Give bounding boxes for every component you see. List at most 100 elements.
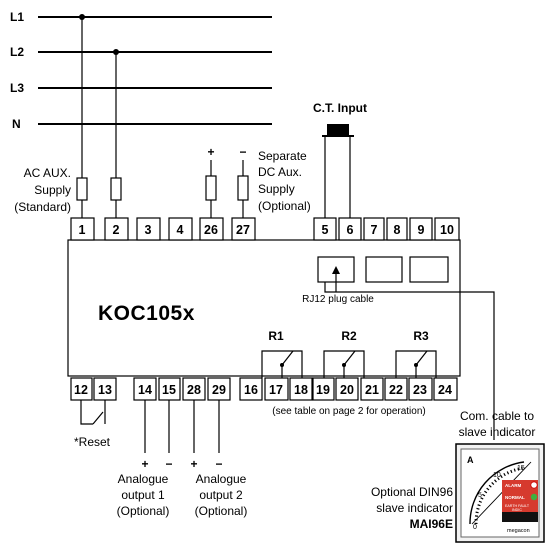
terminal-label-18: 18 (294, 383, 308, 397)
line-label-l1: L1 (10, 10, 24, 24)
line-label-n: N (12, 117, 21, 131)
slave-model: MAI96E (410, 517, 453, 531)
slave-meter: A 0 5 10 15 ALARM NORMAL EARTH FAULT IND… (455, 443, 545, 543)
meter-earth-fault-label: EARTH FAULT (505, 504, 530, 508)
analogue-2-label-3: (Optional) (195, 504, 248, 518)
ac-aux-label-3: (Standard) (14, 200, 71, 214)
terminal-3 (136, 217, 161, 241)
ac-aux-label-2: Supply (34, 183, 71, 197)
analogue-1-plus: + (141, 457, 148, 471)
terminal-4 (168, 217, 193, 241)
terminal-label-20: 20 (340, 383, 354, 397)
terminal-label-28: 28 (187, 383, 201, 397)
terminal-label-4: 4 (177, 223, 184, 237)
fuse-dc-2 (237, 175, 249, 201)
meter-brand: megacon (507, 528, 530, 534)
ct-terminal-block: 5 6 7 8 9 10 (313, 217, 460, 241)
terminal-1 (70, 217, 95, 241)
fuse-ac-2 (110, 177, 122, 201)
analogue-2-plus: + (190, 457, 197, 471)
reset-switch: *Reset (74, 400, 111, 449)
dc-aux-wiring: + − Separate DC Aux. Supply (Optional) (205, 145, 311, 218)
ac-aux-wiring: AC AUX. Supply (Standard) (14, 17, 122, 218)
analogue-1-label-3: (Optional) (117, 504, 170, 518)
com-cable (324, 282, 495, 440)
slave-indicator-label-2: slave indicator (376, 501, 453, 515)
analogue-1-label-2: output 1 (121, 488, 165, 502)
terminal-label-19: 19 (316, 383, 330, 397)
supply-lines: L1 L2 L3 N (10, 10, 272, 131)
terminal-27 (231, 217, 256, 241)
terminal-label-22: 22 (389, 383, 403, 397)
meter-scale-10: 10 (493, 472, 501, 479)
meter-scale-0: 0 (473, 524, 477, 531)
terminal-label-16: 16 (244, 383, 258, 397)
ct-input: C.T. Input (313, 101, 367, 218)
terminal-label-1: 1 (79, 223, 86, 237)
meter-alarm-label: ALARM (505, 483, 521, 488)
terminal-label-10: 10 (440, 223, 454, 237)
line-label-l2: L2 (10, 45, 24, 59)
relay-label-r2: R2 (341, 329, 357, 343)
terminal-label-27: 27 (236, 223, 250, 237)
terminal-label-15: 15 (162, 383, 176, 397)
relay-r1: R1 (261, 329, 303, 378)
meter-unit: A (467, 455, 474, 465)
meter-normal-label: NORMAL (505, 495, 525, 500)
terminal-label-9: 9 (418, 223, 425, 237)
terminal-label-21: 21 (365, 383, 379, 397)
dc-aux-label-2: DC Aux. (258, 165, 302, 179)
relay-label-r3: R3 (413, 329, 429, 343)
meter-indic-label: INDIC (512, 508, 522, 512)
relay-r2: R2 (323, 329, 365, 378)
line-label-l3: L3 (10, 81, 24, 95)
terminal-label-5: 5 (322, 223, 329, 237)
analogue-2-label-2: output 2 (199, 488, 243, 502)
top-terminal-block: 1 2 3 4 26 27 (70, 217, 256, 241)
analogue-2-label-1: Analogue (196, 472, 247, 486)
dc-aux-label-4: (Optional) (258, 199, 311, 213)
analogue-2-minus: − (215, 457, 222, 471)
terminal-label-24: 24 (438, 383, 452, 397)
terminal-label-12: 12 (74, 383, 88, 397)
ct-input-label: C.T. Input (313, 101, 367, 115)
terminal-label-3: 3 (145, 223, 152, 237)
dc-aux-label-1: Separate (258, 149, 307, 163)
dc-plus: + (207, 145, 214, 159)
terminal-label-8: 8 (394, 223, 401, 237)
terminal-label-6: 6 (347, 223, 354, 237)
com-cable-label-2: slave indicator (459, 425, 536, 439)
terminal-label-7: 7 (371, 223, 378, 237)
terminal-label-26: 26 (204, 223, 218, 237)
meter-scale-5: 5 (478, 492, 482, 499)
relay-r3: R3 (395, 329, 437, 378)
rj12-label: RJ12 plug cable (302, 294, 374, 305)
table-note: (see table on page 2 for operation) (272, 406, 425, 417)
ct-sensor (327, 124, 349, 136)
terminal-label-29: 29 (212, 383, 226, 397)
rj12-ports: RJ12 plug cable (302, 256, 449, 305)
slave-indicator-label-1: Optional DIN96 (371, 485, 453, 499)
com-cable-label-1: Com. cable to (460, 409, 534, 423)
terminal-2 (104, 217, 129, 241)
ac-aux-label-1: AC AUX. (24, 166, 71, 180)
terminal-label-2: 2 (113, 223, 120, 237)
device-name: KOC105x (98, 302, 195, 325)
terminal-label-23: 23 (413, 383, 427, 397)
analogue-outputs: + − + − Analogue output 1 (Optional) Ana… (117, 400, 248, 518)
terminal-26 (199, 217, 224, 241)
analogue-1-minus: − (165, 457, 172, 471)
relay-label-r1: R1 (268, 329, 284, 343)
rj12-port-3 (409, 256, 449, 283)
dc-minus: − (239, 145, 246, 159)
fuse-dc-1 (205, 175, 217, 201)
terminal-label-14: 14 (138, 383, 152, 397)
bottom-terminal-block: 12 13 14 15 28 29 16 17 18 19 20 21 22 2… (70, 377, 458, 401)
terminal-label-17: 17 (269, 383, 283, 397)
rj12-port-2 (365, 256, 403, 283)
fuse-ac-1 (76, 177, 88, 201)
reset-label: *Reset (74, 435, 111, 449)
meter-scale-15: 15 (517, 465, 525, 472)
analogue-1-label-1: Analogue (118, 472, 169, 486)
